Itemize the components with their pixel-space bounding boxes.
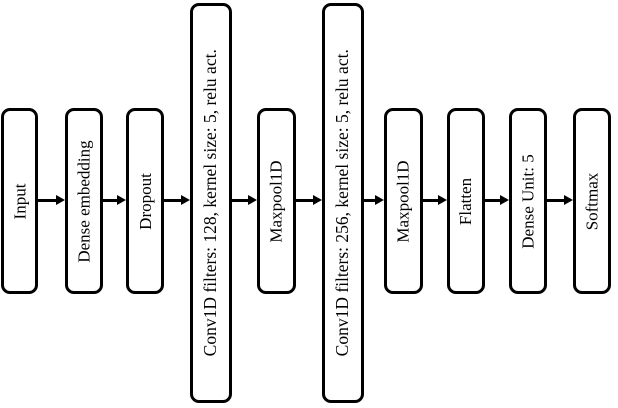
- node-dense-unit-5: Dense Unit: 5: [509, 108, 547, 294]
- arrow-shaft: [296, 199, 314, 202]
- node-label-dropout: Dropout: [135, 172, 155, 230]
- node-label-input: Input: [10, 183, 30, 219]
- node-label-maxpool1d-1: Maxpool1D: [267, 159, 287, 243]
- arrow-shaft: [103, 199, 118, 202]
- node-label-dense-embedding: Dense embedding: [74, 139, 94, 263]
- arrow-head: [564, 194, 573, 205]
- node-maxpool1d-1: Maxpool1D: [257, 108, 296, 294]
- node-label-conv1d-128: Conv1D filters: 128, kernel size: 5, rel…: [200, 49, 221, 357]
- node-dense-embedding: Dense embedding: [65, 108, 103, 294]
- arrow-head: [500, 194, 509, 205]
- node-conv1d-256: Conv1D filters: 256, kernel size: 5, rel…: [322, 3, 364, 403]
- node-input: Input: [1, 108, 38, 294]
- node-label-flatten: Flatten: [456, 177, 476, 225]
- node-conv1d-128: Conv1D filters: 128, kernel size: 5, rel…: [190, 3, 232, 403]
- arrow-head: [438, 194, 447, 205]
- arrow-head: [56, 194, 65, 205]
- node-label-maxpool1d-2: Maxpool1D: [394, 159, 414, 243]
- arrow-shaft: [38, 199, 57, 202]
- arrow-head: [313, 194, 322, 205]
- arrow-shaft: [547, 199, 565, 202]
- arrow-head: [248, 194, 257, 205]
- arrow-head: [181, 194, 190, 205]
- arrow-shaft: [423, 199, 439, 202]
- arrow-shaft: [164, 199, 182, 202]
- arrow-shaft: [485, 199, 501, 202]
- node-flatten: Flatten: [447, 108, 485, 294]
- arrow-shaft: [232, 199, 249, 202]
- arrow-shaft: [364, 199, 376, 202]
- arrow-head: [375, 194, 384, 205]
- node-dropout: Dropout: [126, 108, 164, 294]
- node-maxpool1d-2: Maxpool1D: [384, 108, 423, 294]
- arrow-head: [117, 194, 126, 205]
- node-softmax: Softmax: [573, 108, 611, 294]
- node-label-dense-unit-5: Dense Unit: 5: [518, 153, 538, 249]
- node-label-softmax: Softmax: [582, 172, 602, 230]
- node-label-conv1d-256: Conv1D filters: 256, kernel size: 5, rel…: [332, 49, 353, 357]
